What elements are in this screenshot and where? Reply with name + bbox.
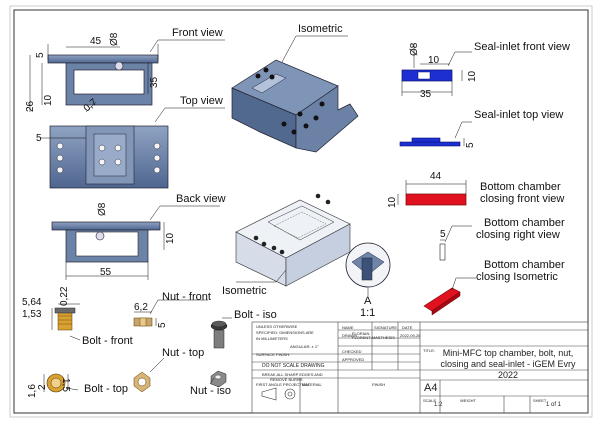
dim-front-d8: Ø8 bbox=[109, 32, 120, 46]
dim-bottom-right-5: 5 bbox=[440, 229, 446, 240]
dim-back-55: 55 bbox=[100, 267, 112, 278]
title-block-lines bbox=[251, 321, 589, 414]
label-isometric-2: Isometric bbox=[222, 285, 267, 297]
dim-front-5: 5 bbox=[35, 52, 46, 58]
tb-title: Mini-MFC top chamber, bolt, nut, closing… bbox=[440, 348, 576, 380]
back-view-drawing bbox=[51, 205, 220, 280]
tb-finish: FINISH bbox=[372, 382, 386, 387]
label-nut-top: Nut - top bbox=[162, 347, 205, 359]
tb-sheet: 1 of 1 bbox=[546, 402, 562, 408]
dim-front-35: 35 bbox=[149, 76, 160, 88]
label-bottom-iso-1: Bottom chamber bbox=[484, 259, 565, 271]
label-isometric: Isometric bbox=[298, 23, 343, 35]
dim-seal-10: 10 bbox=[428, 55, 440, 66]
tb-signature: SIGNATURE bbox=[374, 325, 398, 330]
label-front-view: Front view bbox=[172, 27, 223, 39]
dim-bolt-564: 5,64 bbox=[22, 297, 42, 308]
seal-front-drawing bbox=[401, 44, 472, 96]
tb-weight: WEIGHT bbox=[460, 398, 476, 403]
label-bolt-top: Bolt - top bbox=[84, 383, 129, 395]
tb-approved: APPROVED bbox=[342, 357, 365, 362]
isometric-drawing bbox=[231, 35, 359, 153]
tb-surface: SURFACE FINISH: bbox=[256, 352, 291, 357]
projection-symbol bbox=[261, 387, 296, 401]
tb-material: MATERIAL bbox=[302, 382, 322, 387]
tb-date: DATE bbox=[402, 325, 413, 330]
bottom-iso-drawing bbox=[423, 277, 476, 316]
seal-top-drawing bbox=[399, 121, 472, 147]
tb-size: A4 bbox=[424, 382, 438, 394]
dim-bottom-44: 44 bbox=[430, 171, 442, 182]
tb-drawn-name-2: FLORENT-MASTHESIS bbox=[352, 335, 395, 340]
bottom-right-drawing bbox=[439, 225, 472, 261]
tb-do-not-scale: DO NOT SCALE DRAWING bbox=[262, 363, 325, 369]
dim-bolt-top-15: 1,5 bbox=[60, 378, 71, 392]
bolt-front-drawing bbox=[51, 303, 81, 341]
label-bolt-front: Bolt - front bbox=[82, 335, 133, 347]
dim-nut-62: 6,2 bbox=[134, 302, 148, 313]
dim-bolt-top-2: 2 bbox=[37, 384, 48, 390]
label-detail-letter: A bbox=[364, 295, 372, 307]
tb-mm: IN MILLIMETERS bbox=[256, 336, 288, 341]
label-nut-iso: Nut - iso bbox=[190, 385, 231, 397]
label-seal-front: Seal-inlet front view bbox=[474, 41, 570, 53]
label-nut-front: Nut - front bbox=[162, 291, 211, 303]
label-detail-scale: 1:1 bbox=[360, 307, 376, 319]
dim-back-d8: Ø8 bbox=[97, 202, 108, 216]
top-view-drawing bbox=[40, 107, 225, 189]
dim-top-5: 5 bbox=[36, 133, 42, 144]
dim-front-10: 10 bbox=[43, 94, 54, 106]
nut-front-drawing bbox=[133, 299, 208, 327]
label-bottom-front-2: closing front view bbox=[480, 193, 565, 205]
bolt-top-drawing bbox=[43, 373, 79, 393]
tb-angular: ANGULAR: ± 1° bbox=[290, 344, 319, 349]
tb-break-edges: BREAK ALL SHARP EDGES AND bbox=[262, 372, 323, 377]
dim-back-10: 10 bbox=[165, 232, 176, 244]
dim-seal-10v: 10 bbox=[467, 70, 478, 82]
tb-unless: UNLESS OTHERWISE bbox=[256, 324, 298, 329]
label-bolt-iso: Bolt - iso bbox=[234, 309, 277, 321]
tb-title-label: TITLE: bbox=[423, 348, 436, 353]
bolt-iso-drawing bbox=[210, 317, 232, 349]
dim-bolt-022: 0,22 bbox=[59, 286, 70, 306]
tb-scale: 1:2 bbox=[434, 402, 443, 408]
dim-seal-top-5: 5 bbox=[465, 142, 476, 148]
dim-nut-5: 5 bbox=[157, 322, 168, 328]
nut-top-drawing bbox=[133, 357, 165, 393]
tb-projection: FIRST ANGLE PROJECTION bbox=[256, 382, 309, 387]
tb-remove-burrs: REMOVE BURRS bbox=[270, 377, 303, 382]
tb-sheet-label: SHEET bbox=[533, 398, 547, 403]
nut-iso-drawing bbox=[209, 370, 227, 388]
dim-front-45: 45 bbox=[90, 36, 102, 47]
label-back-view: Back view bbox=[176, 193, 226, 205]
dim-bolt-top-16: 1,6 bbox=[27, 384, 38, 398]
detail-a-drawing bbox=[345, 242, 391, 296]
label-top-view: Top view bbox=[180, 95, 223, 107]
label-bottom-right-2: closing right view bbox=[476, 229, 560, 241]
label-bottom-front-1: Bottom chamber bbox=[480, 181, 561, 193]
tb-checked: CHECKED bbox=[342, 349, 362, 354]
bottom-front-drawing bbox=[397, 180, 467, 206]
dim-seal-d8: Ø8 bbox=[409, 42, 420, 56]
label-bottom-right-1: Bottom chamber bbox=[484, 217, 565, 229]
dim-front-26: 26 bbox=[25, 100, 36, 112]
isometric-wire-drawing bbox=[235, 193, 351, 287]
dim-bolt-153: 1,53 bbox=[22, 309, 42, 320]
label-bottom-iso-2: closing Isometric bbox=[476, 271, 558, 283]
tb-drawn: DRAWN bbox=[342, 333, 357, 338]
tb-name: NAME bbox=[342, 325, 354, 330]
tb-drawn-date: 2022-09-26 bbox=[400, 333, 421, 338]
front-view-drawing bbox=[29, 39, 225, 113]
dim-bottom-10: 10 bbox=[387, 196, 398, 208]
tb-drawn-name: FLORIAN bbox=[352, 331, 370, 336]
tb-specified: SPECIFIED: DIMENSIONS ARE bbox=[256, 330, 314, 335]
dim-seal-35: 35 bbox=[420, 89, 432, 100]
label-seal-top: Seal-inlet top view bbox=[474, 109, 564, 121]
tb-scale-label: SCALE bbox=[423, 398, 437, 403]
